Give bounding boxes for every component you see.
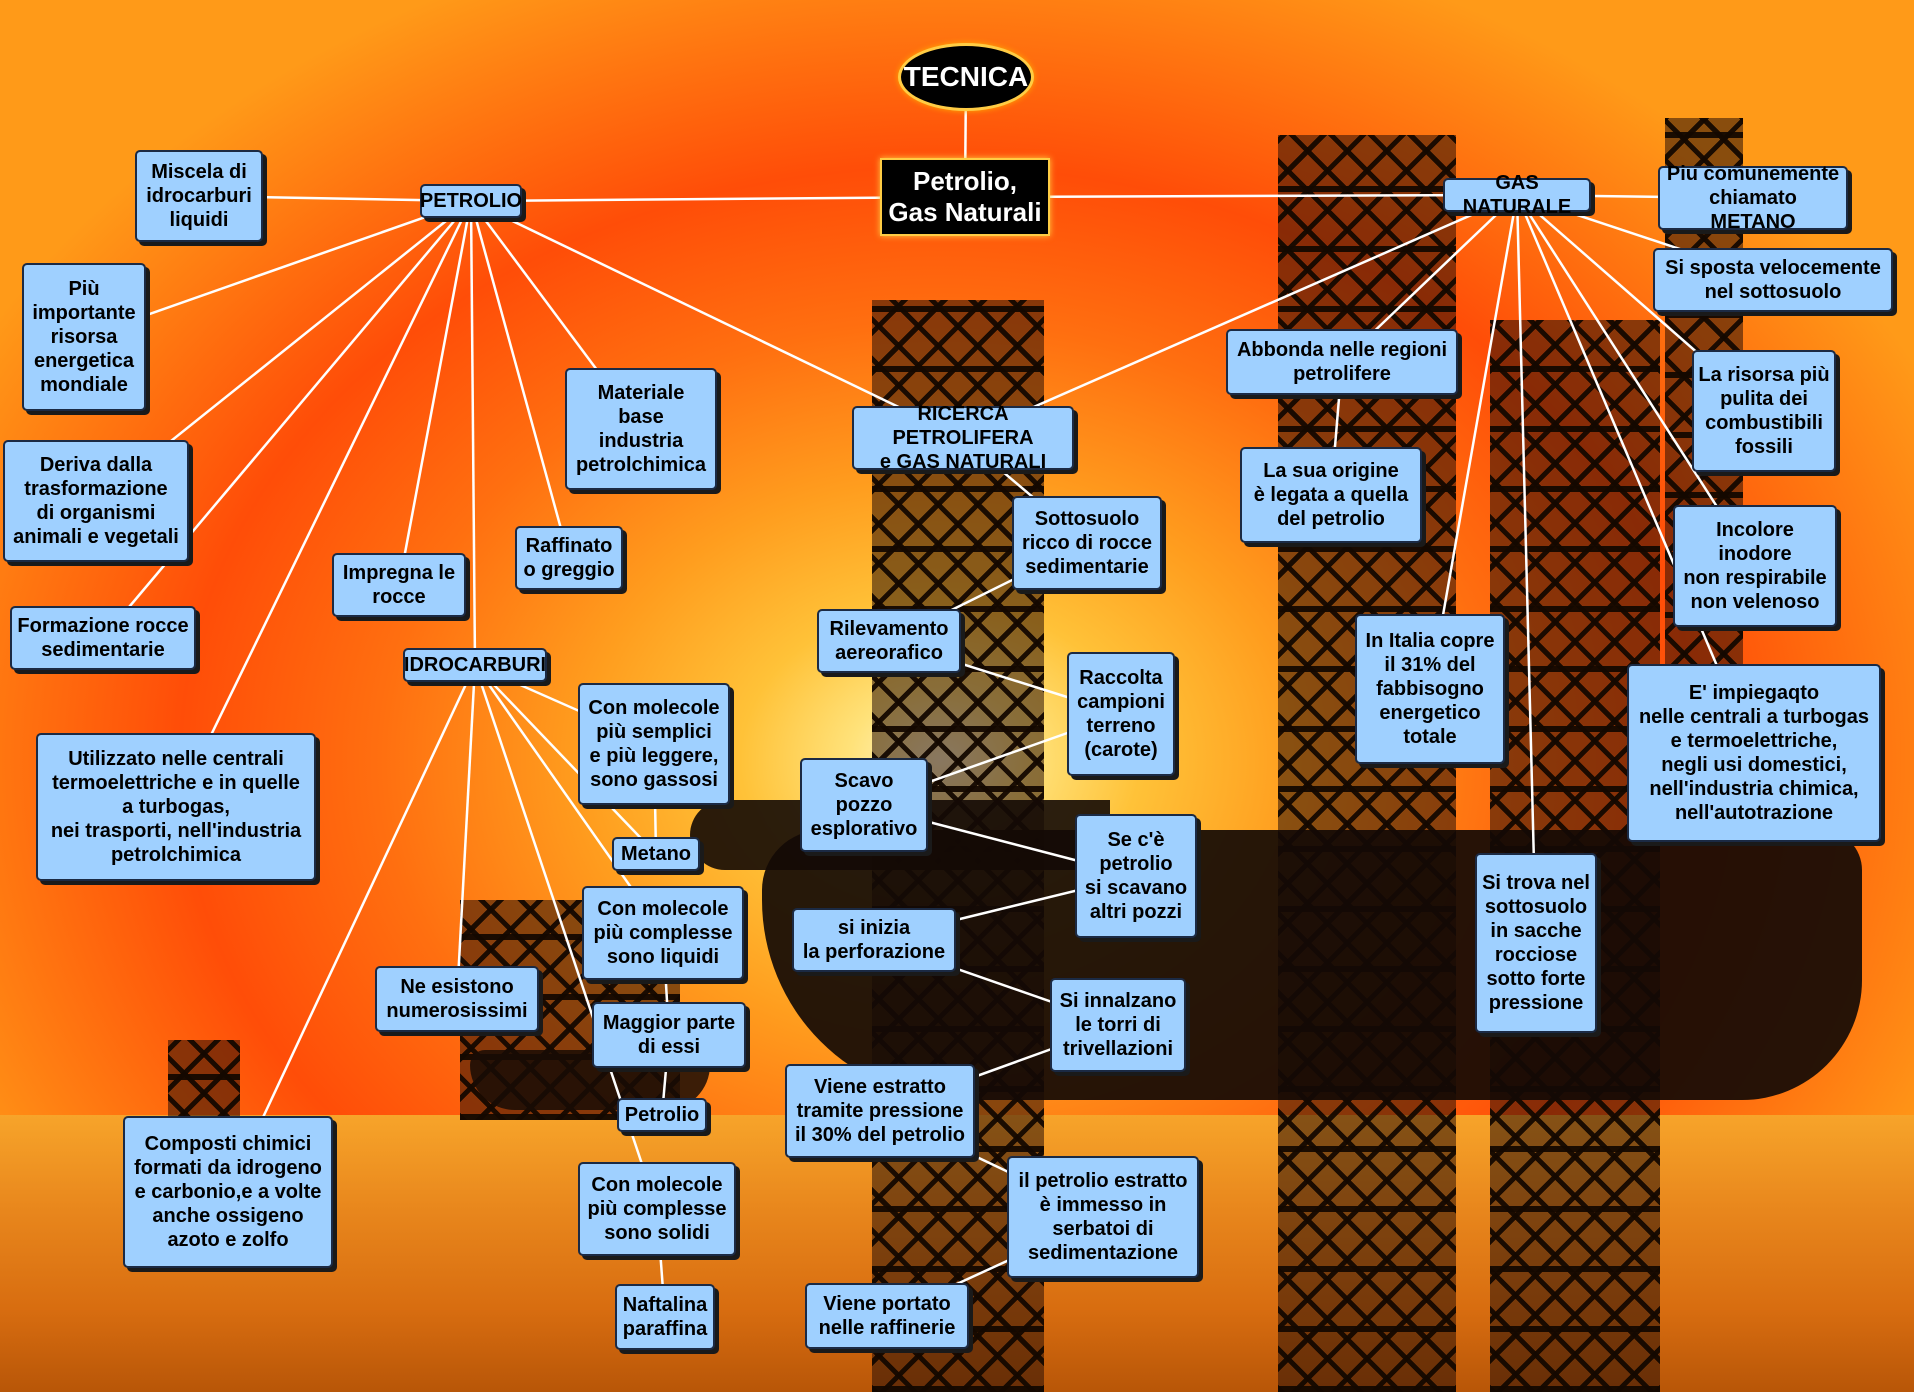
edge-idrocarburi-composti — [226, 664, 477, 1193]
node-perforazione: si inizia la perforazione — [792, 908, 956, 972]
node-impiegato: E' impiegaqto nelle centrali a turbogas … — [1627, 664, 1881, 842]
node-molecole-liquidi: Con molecole più complesse sono liquidi — [582, 886, 744, 980]
edge-gas-incolore — [1515, 194, 1757, 567]
edge-center-gas — [964, 193, 1518, 199]
node-miscela: Miscela di idrocarburi liquidi — [135, 150, 263, 242]
node-estratto: Viene estratto tramite pressione il 30% … — [785, 1064, 975, 1158]
node-naftalina: Naftalina paraffina — [615, 1284, 715, 1350]
edge-petrolio-formazione — [102, 200, 472, 639]
node-materiale: Materiale base industria petrolchimica — [565, 368, 717, 490]
edge-petrolio-piu_importante — [83, 199, 472, 339]
node-italia: In Italia copre il 31% del fabbisogno en… — [1355, 614, 1505, 764]
node-maggior-parte: Maggior parte di essi — [592, 1002, 746, 1068]
node-abbonda: Abbonda nelle regioni petrolifere — [1226, 329, 1458, 395]
node-raffinerie: Viene portato nelle raffinerie — [805, 1283, 969, 1349]
edge-idrocarburi-numerosi — [455, 664, 477, 1000]
node-origine: La sua origine è legata a quella del pet… — [1240, 447, 1422, 543]
node-torri: Si innalzano le torri di trivellazioni — [1050, 978, 1186, 1072]
edge-gas-ricerca — [962, 193, 1518, 440]
edge-petrolio-raffinato — [469, 200, 571, 559]
node-gas-naturale: GAS NATURALE — [1443, 172, 1591, 218]
node-molecole-solidi: Con molecole più complesse sono solidi — [578, 1162, 736, 1256]
node-sottosuolo: Sottosuolo ricco di rocce sedimentarie — [1012, 496, 1162, 590]
edge-idrocarburi-metano_small — [474, 664, 657, 855]
edge-petrolio-ricerca — [470, 199, 964, 440]
node-composti: Composti chimici formati da idrogeno e c… — [123, 1116, 333, 1268]
node-numerosi: Ne esistono numerosissimi — [375, 966, 539, 1032]
node-immesso: il petrolio estratto è immesso in serbat… — [1007, 1156, 1199, 1278]
node-raffinato: Raffinato o greggio — [515, 526, 623, 590]
node-incolore: Incolore inodore non respirabile non vel… — [1673, 505, 1837, 627]
edge-gas-impiegato — [1515, 194, 1756, 754]
node-pulita: La risorsa più pulita dei combustibili f… — [1692, 350, 1836, 472]
edge-gas-italia — [1428, 194, 1519, 690]
node-sacche: Si trova nel sottosuolo in sacche roccio… — [1475, 853, 1597, 1033]
node-piu-importante: Più importante risorsa energetica mondia… — [22, 263, 146, 411]
node-formazione: Formazione rocce sedimentarie — [10, 606, 196, 670]
node-center-topic: Petrolio, Gas Naturali — [880, 158, 1050, 236]
node-tecnica: TECNICA — [898, 43, 1034, 111]
node-deriva: Deriva dalla trasformazione di organismi… — [3, 440, 189, 562]
node-molecole-gassosi: Con molecole più semplici e più leggere,… — [578, 683, 730, 805]
node-rilevamento: Rilevamento aereorafico — [817, 609, 961, 673]
node-impregna: Impregna le rocce — [332, 553, 466, 617]
node-scavo: Scavo pozzo esplorativo — [800, 758, 928, 852]
node-idrocarburi: IDROCARBURI — [403, 648, 547, 682]
edge-petrolio-utilizzato — [174, 200, 473, 808]
node-utilizzato: Utilizzato nelle centrali termoelettrich… — [36, 733, 316, 881]
edge-gas-sacche — [1515, 194, 1538, 944]
node-metano: Piu comunemente chiamato METANO — [1658, 163, 1848, 233]
node-petrolio-small: Petrolio — [617, 1098, 707, 1132]
node-sposta: Si sposta velocemente nel sottosuolo — [1653, 248, 1893, 312]
node-se-ce-petrolio: Se c'è petrolio si scavano altri pozzi — [1075, 814, 1197, 938]
node-metano-small: Metano — [612, 837, 700, 871]
node-raccolta: Raccolta campioni terreno (carote) — [1067, 652, 1175, 776]
edge-petrolio-idrocarburi — [469, 200, 477, 666]
node-petrolio: PETROLIO — [420, 184, 522, 218]
node-ricerca: RICERCA PETROLIFERA e GAS NATURALI — [852, 403, 1074, 473]
edge-petrolio-impregna — [397, 200, 473, 586]
